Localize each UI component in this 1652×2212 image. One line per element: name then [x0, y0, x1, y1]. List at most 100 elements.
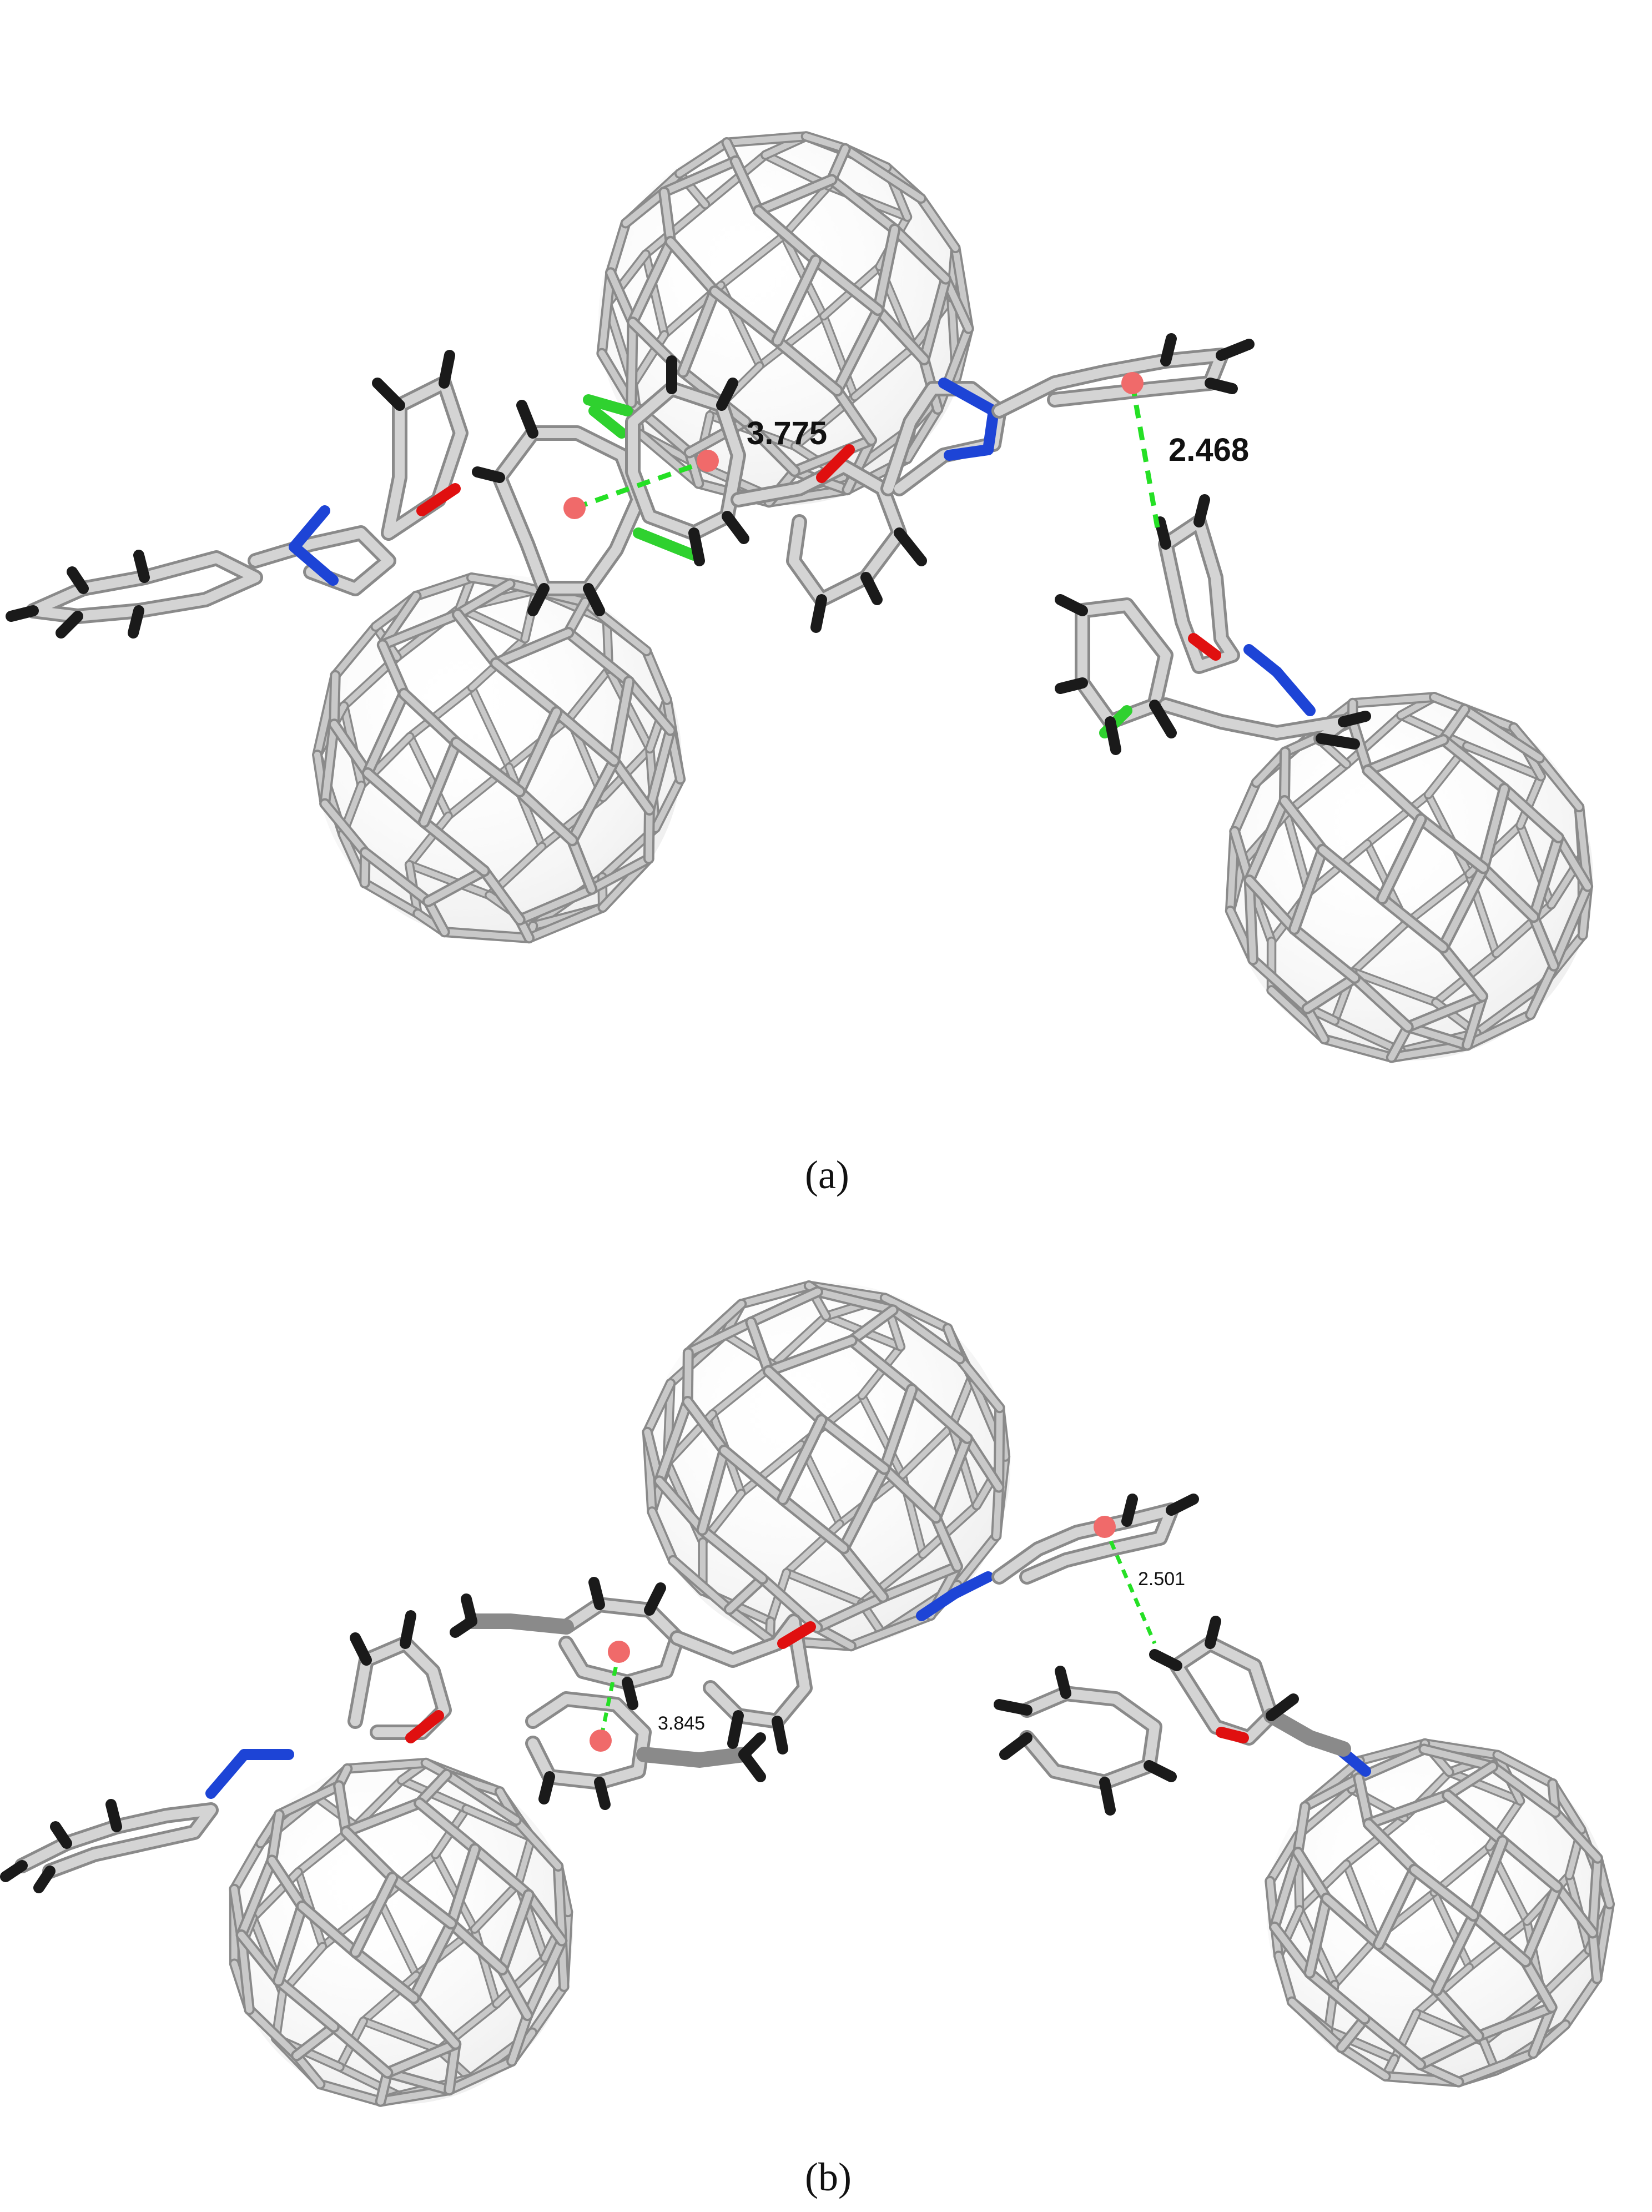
- fullerene-bond: [420, 739, 460, 826]
- fullerene-bond: [526, 904, 606, 941]
- fullerene-bond: [1246, 877, 1298, 933]
- fullerene-bond: [471, 1845, 532, 1899]
- fullerene-bond: [698, 1526, 766, 1582]
- fullerene-bond: [932, 1435, 971, 1521]
- fullerene-bond: [268, 1811, 283, 1864]
- fullerene-bond: [1444, 1791, 1507, 1845]
- fullerene-bond: [1517, 773, 1544, 828]
- fullerene-bond: [1539, 1947, 1592, 1999]
- fullerene-bond: [644, 1380, 674, 1435]
- fullerene-bond: [454, 611, 500, 667]
- distance-label-b-2: 2.501: [1138, 1568, 1185, 1590]
- fullerene-a-top: [596, 131, 974, 508]
- fullerene-bond: [684, 1398, 728, 1454]
- fullerene-bond: [956, 1355, 1003, 1411]
- fullerene-bond: [1319, 846, 1386, 902]
- fullerene-bond: [812, 257, 882, 314]
- fullerene-bond: [293, 2023, 338, 2059]
- fullerene-bond: [344, 1759, 429, 1772]
- fullerene-bond: [1303, 1005, 1328, 1043]
- molecule-b-right: [1019, 1636, 1371, 1790]
- fullerene-bond: [238, 1932, 282, 1984]
- fullerene-bond: [821, 313, 858, 400]
- fullerene-bond: [848, 1612, 934, 1650]
- caption-a: (a): [805, 1153, 849, 1197]
- fullerene-bond: [1422, 1740, 1501, 1758]
- panel-a: 3.775 2.468 (a): [6, 131, 1594, 1197]
- fullerene-bond: [781, 183, 832, 239]
- fullerene-bond: [803, 133, 849, 152]
- fullerene-bond: [1355, 1774, 1372, 1827]
- fullerene-bond: [377, 1898, 419, 1978]
- o-bond-a-left: [416, 483, 461, 516]
- fullerene-bond: [246, 2006, 300, 2059]
- fullerene-bond: [361, 849, 432, 905]
- fullerene-bond: [379, 641, 407, 697]
- panel-b: 3.845 2.501 (b): [0, 1280, 1615, 2199]
- fullerene-bond: [1332, 1018, 1404, 1054]
- fullerene-bond: [410, 1920, 455, 2002]
- fullerene-b-left: [229, 1757, 573, 2107]
- fullerene-bond: [732, 158, 762, 214]
- fullerene-bond: [343, 1799, 423, 1836]
- fullerene-bond: [1404, 1023, 1471, 1049]
- fullerene-bond: [779, 1416, 825, 1503]
- methyl-b-right: [464, 1613, 574, 1635]
- fullerene-bond: [1332, 1936, 1379, 1987]
- fullerene-bond: [828, 176, 898, 233]
- fullerene-bond: [1464, 993, 1486, 1049]
- fullerene-bond: [446, 2040, 459, 2094]
- fullerene-bond: [1349, 718, 1372, 774]
- fullerene-bond: [568, 757, 618, 844]
- n-bond-a-far-2: [1271, 666, 1316, 716]
- fullerene-bond: [1499, 1837, 1561, 1891]
- distance-label-a-1: 3.775: [747, 415, 827, 451]
- fullerene-bond: [779, 1496, 848, 1552]
- fullerene-bond: [238, 1932, 253, 2013]
- fullerene-bond: [525, 1891, 566, 1944]
- fullerene-bond: [400, 690, 460, 746]
- fullerene-bond: [441, 928, 532, 942]
- fullerene-bond: [1431, 1890, 1472, 1970]
- fullerene-bond: [330, 721, 371, 777]
- fullerene-bond: [889, 1306, 963, 1363]
- fullerene-bond: [364, 770, 427, 826]
- molecule-a-left: [26, 375, 699, 624]
- fullerene-bond: [298, 1903, 359, 1956]
- fullerene-bond: [481, 867, 523, 923]
- contacts-b: 3.845 2.501: [590, 1516, 1185, 1752]
- cl-bond-a-3: [583, 394, 633, 416]
- fullerene-bond: [874, 306, 928, 363]
- fullerene-bond: [1398, 712, 1470, 749]
- fullerene-bond: [498, 1891, 532, 1973]
- fullerene-bond: [1338, 2044, 1389, 2080]
- fullerene-bond: [718, 233, 787, 288]
- fullerene-a-right: [1225, 692, 1594, 1063]
- fullerene-bond: [454, 580, 513, 618]
- fullerene-bond: [1283, 761, 1349, 816]
- fullerene-bond: [1325, 2027, 1398, 2062]
- fullerene-bond: [844, 436, 875, 493]
- fullerene-bond: [738, 1441, 804, 1496]
- fullerene-bond: [321, 721, 338, 807]
- fullerene-bond: [360, 1972, 419, 2024]
- n-bond-a-far-1: [1243, 644, 1282, 677]
- fullerene-bond: [1323, 1894, 1382, 1948]
- centroid-a-2: [697, 450, 719, 472]
- fullerene-bond: [1421, 1746, 1496, 1770]
- cl-bond-a-1: [633, 527, 699, 561]
- fullerene-bond: [698, 1447, 728, 1534]
- fullerene-bond: [384, 2040, 459, 2077]
- fullerene-bond: [783, 1570, 865, 1606]
- fullerene-bond: [1440, 706, 1468, 743]
- fullerene-bond: [656, 1398, 691, 1485]
- fullerene-bond: [1365, 1791, 1451, 1828]
- fullerene-bond: [407, 685, 475, 740]
- fullerene-bond: [993, 1484, 1003, 1540]
- distance-label-b-1: 3.845: [658, 1713, 705, 1734]
- fullerene-bond: [643, 251, 667, 338]
- fullerene-bond: [293, 2052, 324, 2088]
- fullerene-bond: [1302, 1774, 1362, 1810]
- aryl-ring-a-left-inner: [495, 428, 643, 594]
